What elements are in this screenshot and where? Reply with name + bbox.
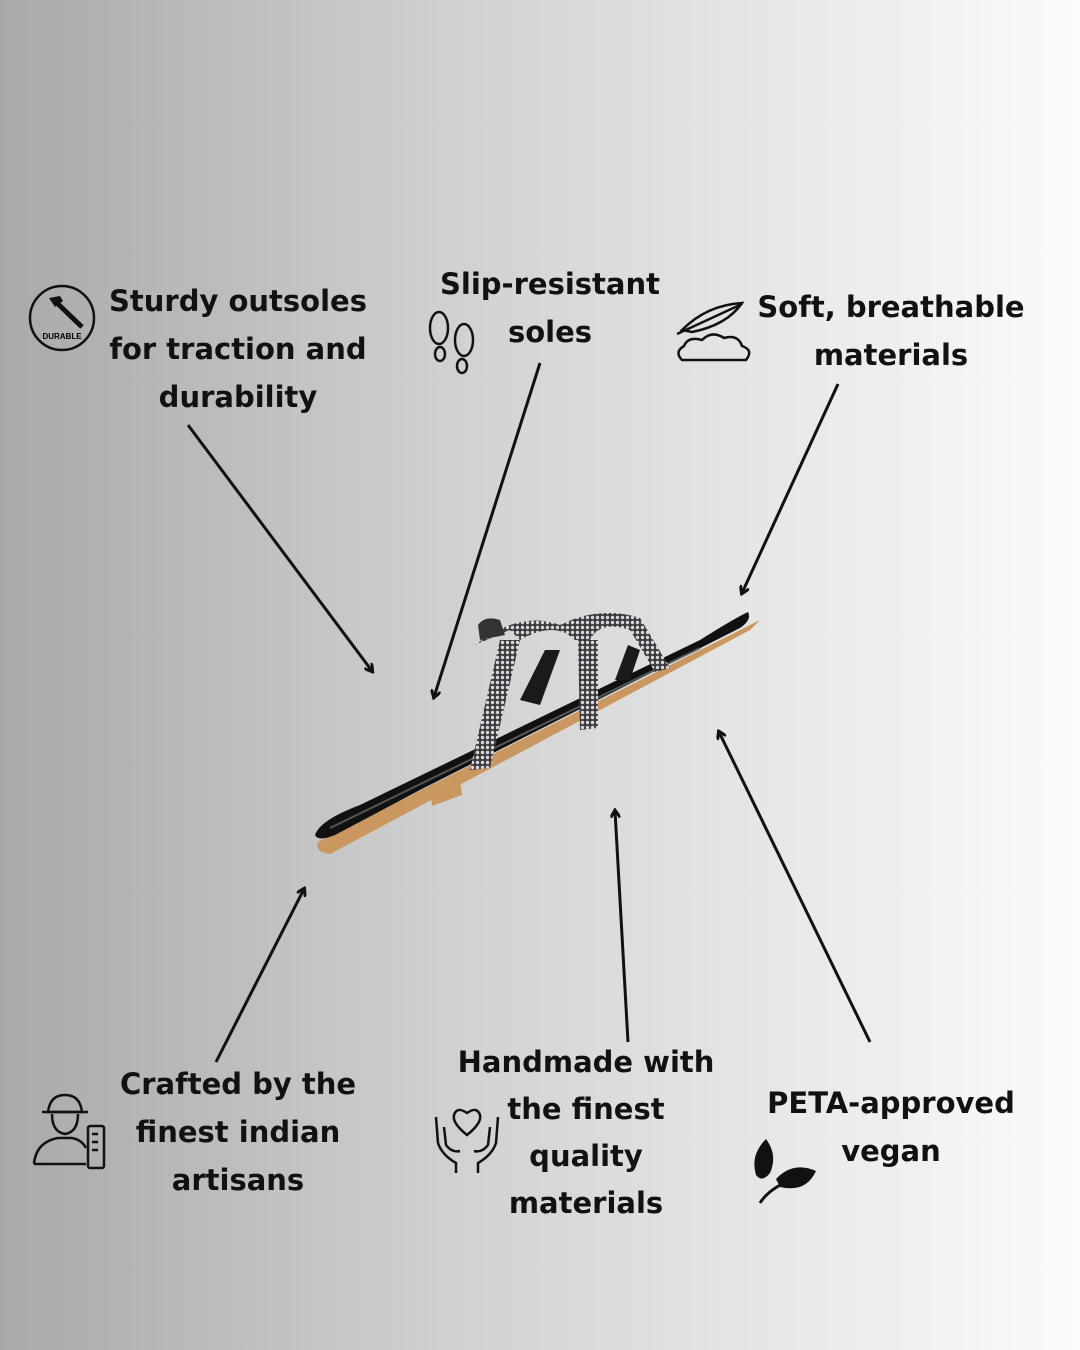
feather-cloud-icon — [676, 301, 751, 362]
feature-line: Soft, breathable — [757, 290, 1025, 324]
hands-heart-icon — [434, 1108, 500, 1173]
footprints-icon — [428, 310, 475, 375]
feature-slip: Slip-resistant soles — [440, 260, 660, 356]
feature-line: for traction and — [109, 332, 367, 366]
feature-vegan: PETA-approved vegan — [767, 1079, 1015, 1175]
arrow-artisan — [214, 889, 304, 1063]
arrow-slip — [434, 362, 542, 697]
feature-handmade: Handmade with the finest quality materia… — [458, 1039, 715, 1227]
feature-durable: Sturdy outsoles for traction and durabil… — [109, 277, 367, 421]
feature-line: materials — [813, 338, 969, 372]
leaf-icon — [754, 1139, 816, 1204]
feature-line: Handmade with — [457, 1045, 715, 1079]
feature-line: durability — [158, 380, 318, 414]
feature-line: Crafted by the — [119, 1067, 357, 1101]
artisan-worker-icon — [32, 1093, 106, 1170]
arrow-durable — [186, 424, 372, 671]
arrow-handmade — [615, 811, 630, 1043]
feature-line: the finest — [507, 1092, 665, 1126]
feature-line: vegan — [841, 1134, 941, 1168]
feature-line: materials — [508, 1186, 664, 1220]
feature-line: artisans — [171, 1163, 305, 1197]
feature-line: PETA-approved — [767, 1086, 1015, 1120]
durable-icon-text: DURABLE — [42, 332, 82, 341]
feature-artisan: Crafted by the finest indian artisans — [120, 1060, 356, 1204]
feature-soft: Soft, breathable materials — [757, 283, 1024, 379]
hammer-durable-icon: DURABLE — [28, 284, 96, 352]
feature-line: Slip-resistant — [440, 267, 660, 301]
sandal-image — [315, 612, 760, 854]
feature-line: quality — [529, 1139, 643, 1173]
feature-line: finest indian — [135, 1115, 341, 1149]
arrow-vegan — [719, 732, 872, 1043]
feature-line: Sturdy outsoles — [109, 284, 367, 318]
arrow-soft — [742, 383, 840, 593]
feature-line: soles — [507, 315, 593, 349]
